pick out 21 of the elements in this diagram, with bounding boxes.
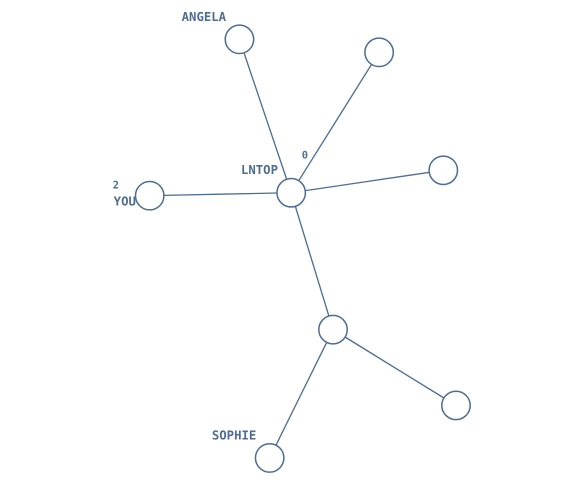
node-circle bbox=[364, 37, 394, 68]
node-circle bbox=[318, 314, 348, 345]
node-circle bbox=[428, 155, 458, 186]
node-circle bbox=[276, 178, 306, 208]
connector bbox=[304, 172, 429, 192]
connector bbox=[344, 336, 444, 398]
node-label: ANGELA bbox=[181, 10, 226, 24]
node-circle bbox=[440, 390, 470, 420]
connector bbox=[298, 64, 372, 181]
node-label: LNTOP bbox=[240, 163, 278, 178]
node-label: YOU bbox=[113, 194, 136, 209]
node-label: SOPHIE bbox=[211, 428, 256, 442]
node-label: 2 bbox=[112, 180, 119, 192]
node-circle bbox=[134, 180, 164, 211]
connector bbox=[164, 192, 276, 196]
node-label: 0 bbox=[301, 149, 308, 162]
node-circle bbox=[224, 24, 254, 54]
node-circle bbox=[254, 442, 284, 473]
connector bbox=[274, 342, 327, 446]
connector bbox=[294, 206, 329, 316]
connector bbox=[242, 52, 287, 180]
